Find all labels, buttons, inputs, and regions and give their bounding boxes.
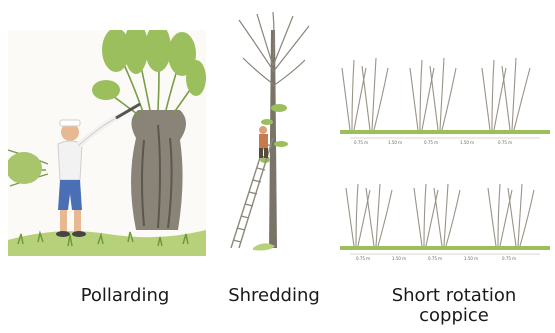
caption-coppice-line-1: Short rotation	[368, 286, 540, 306]
top-spacing-5: 0.75 m	[498, 140, 512, 145]
bottom-spacing-1: 0.75 m	[356, 256, 370, 261]
caption-pollarding: Pollarding	[40, 286, 210, 306]
top-spacing-1: 0.75 m	[354, 140, 368, 145]
coppice-diagram: 0.75 m 1.50 m 0.75 m 1.50 m 0.75 m 0.75 …	[340, 38, 550, 270]
shredding-illustration	[213, 10, 329, 252]
bottom-spacing-3: 0.75 m	[428, 256, 442, 261]
caption-short-rotation-coppice: Short rotation coppice	[368, 286, 540, 326]
caption-coppice-line-2: coppice	[368, 306, 540, 326]
bottom-spacing-2: 1.50 m	[392, 256, 406, 261]
top-spacing-4: 1.50 m	[460, 140, 474, 145]
top-spacing-3: 0.75 m	[424, 140, 438, 145]
bottom-spacing-4: 1.50 m	[464, 256, 478, 261]
pollarding-illustration	[8, 30, 206, 256]
top-spacing-2: 1.50 m	[388, 140, 402, 145]
bottom-spacing-5: 0.75 m	[502, 256, 516, 261]
caption-shredding: Shredding	[212, 286, 336, 306]
